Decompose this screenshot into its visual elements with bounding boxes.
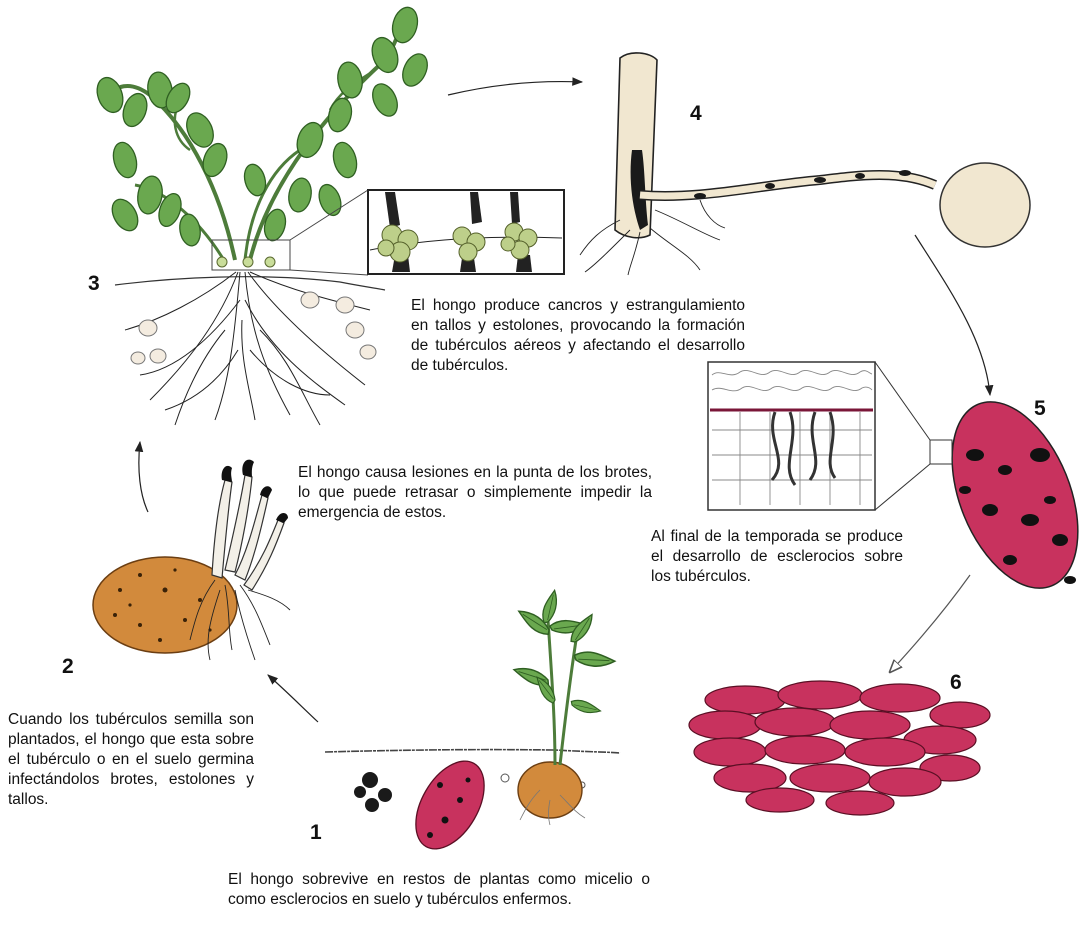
small-tubers [131,292,376,364]
sclerotia-in-soil [354,772,392,812]
stage-number-2: 2 [62,656,74,677]
stem-lesion-inset [368,190,564,274]
arrow-4-to-5 [915,235,990,395]
stage-3-description: El hongo produce cancros y estrangulamie… [411,296,745,376]
stage-1-overwintering [325,590,620,860]
stage-number-4: 4 [690,103,702,124]
stage-number-6: 6 [950,672,962,693]
arrow-5-to-6 [890,575,970,672]
sprout-lesion-note: El hongo causa lesiones en la punta de l… [298,463,652,523]
stage-number-5: 5 [1034,398,1046,419]
stage-4-canker-stem [580,53,1030,275]
stage-5-description: Al final de la temporada se produce el d… [651,527,903,587]
arrow-1-to-2 [268,675,318,722]
arrow-3-to-4 [448,82,582,95]
stage-6-tuber-pile [689,681,990,815]
roots [125,272,370,425]
stage-1-description: El hongo sobrevive en restos de plantas … [228,870,650,910]
stage-number-1: 1 [310,822,322,843]
arrow-2-to-3 [139,442,148,512]
stage-number-3: 3 [88,273,100,294]
stage-2-description: Cuando los tubérculos semilla son planta… [8,710,254,810]
stage-2-sprouting-seed-tuber [93,460,290,660]
